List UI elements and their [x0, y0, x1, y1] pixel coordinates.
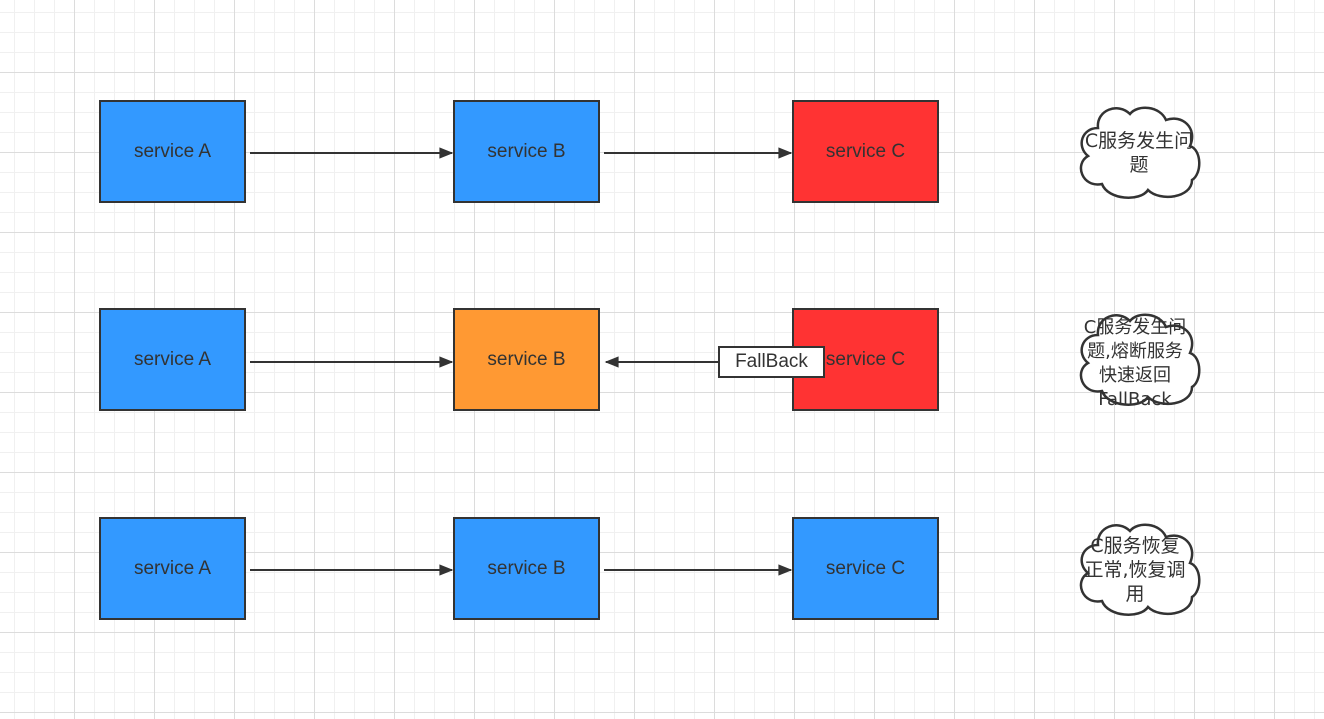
node-row2-service-b[interactable]: service B [453, 308, 600, 411]
cloud-shape [1079, 106, 1201, 199]
node-row3-service-a[interactable]: service A [99, 517, 246, 620]
node-row3-service-b[interactable]: service B [453, 517, 600, 620]
cloud-note-row1[interactable]: C服务发生问题 [1068, 102, 1202, 204]
cloud-note-row2[interactable]: C服务发生问题,熔断服务快速返回FallBack [1068, 309, 1202, 411]
cloud-note-text: C服务发生问题,熔断服务快速返回FallBack [1083, 317, 1187, 410]
node-row3-service-c[interactable]: service C [792, 517, 939, 620]
cloud-note-text: C服务恢复正常,恢复调用 [1084, 535, 1186, 605]
node-row2-service-a[interactable]: service A [99, 308, 246, 411]
node-row1-service-b[interactable]: service B [453, 100, 600, 203]
edge-label-fallback[interactable]: FallBack [718, 346, 825, 378]
node-row1-service-a[interactable]: service A [99, 100, 246, 203]
cloud-shape [1079, 313, 1201, 406]
cloud-note-row3[interactable]: C服务恢复正常,恢复调用 [1068, 519, 1202, 621]
cloud-note-text: C服务发生问题 [1084, 130, 1194, 176]
cloud-shape [1079, 523, 1201, 616]
node-row1-service-c[interactable]: service C [792, 100, 939, 203]
